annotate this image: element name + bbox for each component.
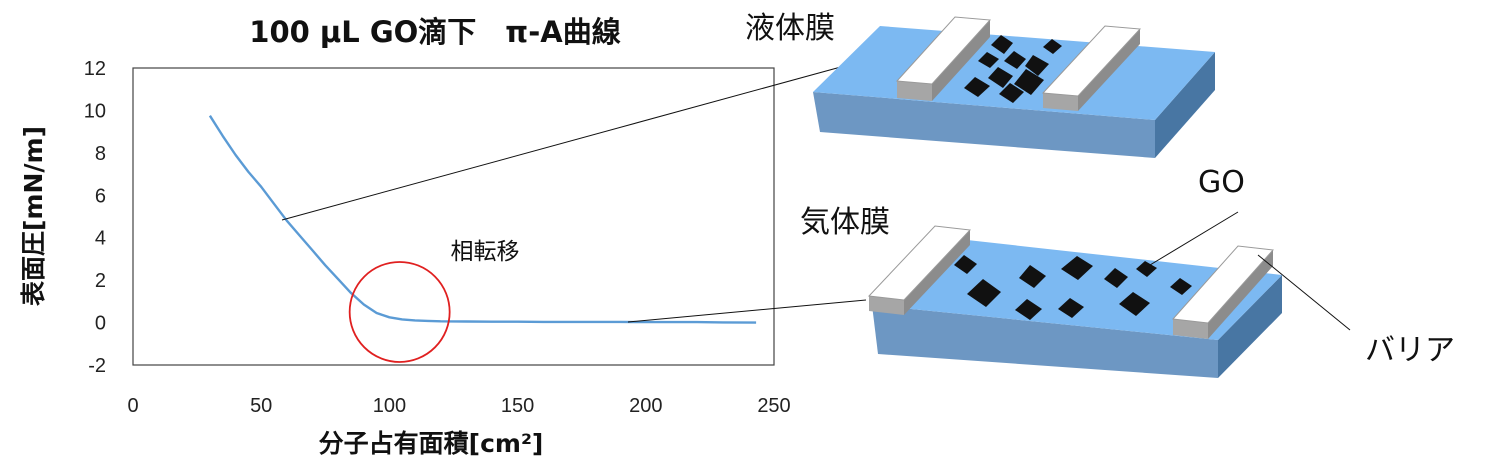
leader-line-gas bbox=[627, 299, 867, 323]
go-flake bbox=[991, 35, 1013, 54]
go-flake bbox=[1104, 268, 1128, 288]
chart-title: 100 μL GO滴下 π-A曲線 bbox=[249, 15, 620, 49]
go-flake bbox=[1019, 265, 1046, 288]
phase-transition-circle bbox=[348, 261, 451, 363]
trough-front bbox=[813, 92, 1155, 158]
go-flake bbox=[1015, 299, 1042, 320]
trough-front bbox=[872, 305, 1218, 378]
y-tick-label: 4 bbox=[95, 228, 106, 250]
y-axis-label: 表面圧[mN/m] bbox=[19, 126, 48, 306]
x-tick-label: 250 bbox=[757, 395, 790, 417]
go-flake bbox=[999, 83, 1024, 103]
go-flake bbox=[954, 255, 977, 274]
y-tick-label: 8 bbox=[95, 143, 106, 165]
x-tick-label: 100 bbox=[373, 395, 406, 417]
go-flake bbox=[1119, 292, 1150, 316]
go-flake bbox=[988, 67, 1013, 88]
y-axis-ticks: 12 10 8 6 4 2 0 -2 bbox=[84, 58, 106, 377]
barrier-label: バリア bbox=[1365, 333, 1455, 368]
series-line bbox=[208, 115, 757, 324]
y-tick-label: 2 bbox=[95, 270, 106, 292]
y-tick-label: 6 bbox=[95, 185, 106, 207]
left-barrier bbox=[895, 16, 992, 101]
left-barrier bbox=[867, 225, 972, 315]
go-flake bbox=[1043, 39, 1062, 54]
liquid-film-diagram: 液体膜 bbox=[745, 11, 1215, 158]
trough-side bbox=[1218, 275, 1282, 378]
trough-side bbox=[1155, 52, 1215, 158]
go-flake bbox=[1025, 55, 1049, 76]
go-flake bbox=[1136, 261, 1157, 277]
go-flakes-dispersed bbox=[954, 255, 1192, 320]
gas-film-diagram: 気体膜 GO バリア bbox=[800, 165, 1455, 378]
go-label: GO bbox=[1198, 165, 1245, 200]
x-tick-label: 0 bbox=[127, 395, 138, 417]
x-axis-label: 分子占有面積[cm²] bbox=[319, 429, 544, 458]
y-tick-label: -2 bbox=[88, 355, 106, 377]
go-flake bbox=[1058, 298, 1084, 318]
right-barrier bbox=[1041, 25, 1142, 111]
go-flake bbox=[1170, 278, 1192, 295]
right-barrier bbox=[1171, 245, 1275, 339]
gas-film-label: 気体膜 bbox=[800, 205, 890, 240]
go-flake bbox=[1004, 51, 1026, 69]
leader-line-liquid bbox=[281, 64, 849, 221]
go-flake bbox=[978, 52, 999, 68]
phase-transition-label: 相転移 bbox=[451, 239, 520, 265]
go-flake bbox=[964, 77, 990, 97]
series-group bbox=[208, 115, 757, 324]
x-axis-ticks: 0 50 100 150 200 250 bbox=[127, 395, 790, 417]
plot-area bbox=[132, 67, 775, 366]
go-flakes-compressed bbox=[964, 35, 1062, 103]
liquid-film-label: 液体膜 bbox=[745, 11, 835, 46]
x-tick-label: 200 bbox=[629, 395, 662, 417]
x-tick-label: 50 bbox=[250, 395, 272, 417]
go-flake bbox=[1014, 69, 1044, 95]
barrier-pointer-line bbox=[1257, 254, 1351, 331]
go-pointer-line bbox=[1149, 211, 1239, 266]
y-tick-label: 0 bbox=[95, 313, 106, 335]
pi-a-chart: 100 μL GO滴下 π-A曲線 12 10 8 6 4 2 0 -2 0 50 100 150 2… bbox=[19, 15, 791, 458]
go-flake bbox=[967, 279, 1001, 307]
go-flake bbox=[1061, 256, 1093, 280]
y-tick-label: 12 bbox=[84, 58, 106, 80]
y-tick-label: 10 bbox=[84, 100, 106, 122]
x-tick-label: 150 bbox=[501, 395, 534, 417]
